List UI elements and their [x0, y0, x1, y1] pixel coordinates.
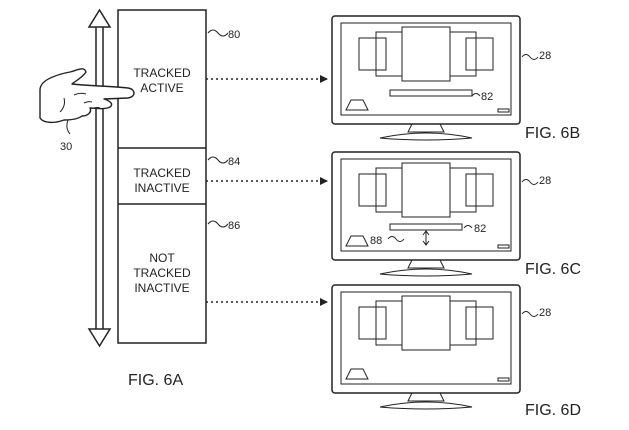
zone-active-line2: ACTIVE	[140, 81, 183, 95]
zone-ref-86: 86	[207, 220, 240, 232]
hand-icon	[39, 68, 135, 124]
svg-text:30: 30	[60, 141, 72, 153]
svg-text:84: 84	[228, 156, 240, 168]
svg-text:86: 86	[228, 220, 240, 232]
zone-stack: TRACKED ACTIVE TRACKED INACTIVE NOT TRAC…	[117, 9, 207, 344]
zone-untracked-line1: NOT	[149, 251, 175, 265]
figure-6a: TRACKED ACTIVE TRACKED INACTIVE NOT TRAC…	[39, 8, 240, 389]
zone-inactive-line1: TRACKED	[133, 166, 191, 180]
gap-ref-6c: 88	[370, 235, 382, 247]
zone-untracked-line3: INACTIVE	[134, 281, 189, 295]
display-ref-6b: 28	[539, 50, 551, 62]
zone-active-line1: TRACKED	[133, 66, 191, 80]
zone-untracked-line2: TRACKED	[133, 266, 191, 280]
display-ref-6d: 28	[539, 307, 551, 319]
bar-ref-6b: 82	[481, 91, 493, 103]
fig-6c-caption: FIG. 6C	[525, 261, 581, 278]
hand-ref-30: 30	[60, 119, 72, 153]
vertical-range-arrow	[87, 8, 112, 348]
display-ref-6c: 28	[539, 175, 551, 187]
figure-6c: 28 82 88 FIG. 6C	[331, 151, 581, 278]
status-bar-82	[389, 89, 473, 97]
bar-ref-6c: 82	[474, 223, 486, 235]
status-bar-82	[389, 223, 463, 231]
fig-6a-caption: FIG. 6A	[128, 372, 183, 389]
figure-6b: 28 82 FIG. 6B	[331, 15, 580, 142]
zone-ref-80: 80	[207, 29, 240, 41]
display-6d	[331, 284, 521, 410]
zone-ref-84: 84	[207, 156, 240, 168]
figure-6d: 28 FIG. 6D	[331, 284, 581, 419]
zone-inactive-line2: INACTIVE	[134, 181, 189, 195]
fig-6d-caption: FIG. 6D	[525, 402, 581, 419]
display-6b	[331, 15, 521, 141]
fig-6b-caption: FIG. 6B	[525, 125, 580, 142]
svg-text:80: 80	[228, 29, 240, 41]
display-6c	[331, 151, 521, 277]
zone-to-display-arrows	[206, 75, 328, 306]
